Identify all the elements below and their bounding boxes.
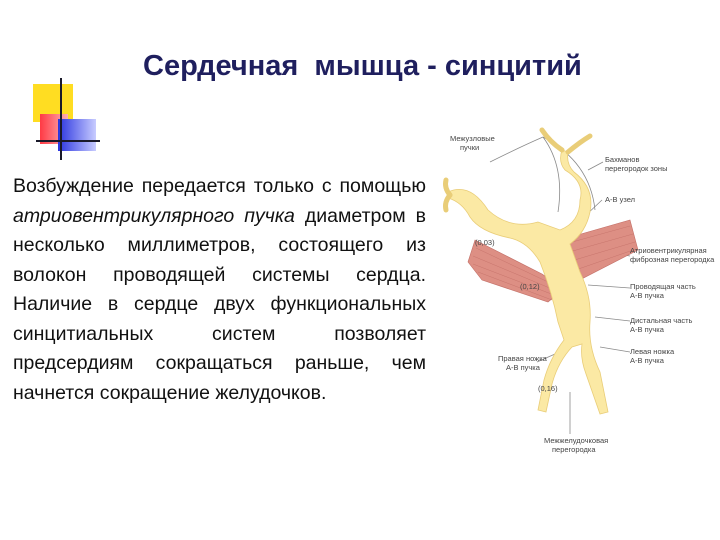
label-bachmann-2: перегородок зоны <box>605 164 668 173</box>
fiber-branches <box>443 127 593 213</box>
label-fibrous-1: Атриовентрикулярная <box>630 246 707 255</box>
label-time-012: (0,12) <box>520 282 540 291</box>
label-time-016: (0,16) <box>538 384 558 393</box>
blue-square <box>58 119 96 151</box>
slide-title: Сердечная мышца - синцитий <box>143 50 582 82</box>
label-right-branch-2: А-В пучка <box>506 363 540 372</box>
label-distal-1: Дистальная часть <box>630 316 693 325</box>
label-internodal-1: Межузловые <box>450 134 495 143</box>
label-septum-2: перегородка <box>552 445 596 454</box>
conduction-fibers <box>447 149 609 415</box>
body-text-emphasis: атриовентрикулярного пучка <box>13 204 295 227</box>
vertical-line <box>60 78 62 160</box>
label-right-branch-1: Правая ножка <box>498 354 547 363</box>
label-av-node: А-В узел <box>605 195 635 204</box>
body-text-part-2: диаметром в несколько миллиметров, состо… <box>13 204 426 404</box>
label-penetrating-1: Проводящая часть <box>630 282 696 291</box>
label-fibrous-2: фиброзная перегородка <box>630 255 715 264</box>
label-internodal-2: пучки <box>460 143 480 152</box>
label-distal-2: А-В пучка <box>630 325 664 334</box>
body-text: Возбуждение передается только с помощью … <box>13 172 426 408</box>
label-left-branch-1: Левая ножка <box>630 347 675 356</box>
label-time-003: (0,03) <box>475 238 495 247</box>
label-left-branch-2: А-В пучка <box>630 356 664 365</box>
label-septum-1: Межжелудочковая <box>544 436 609 445</box>
body-text-part-1: Возбуждение передается только с помощью <box>13 175 426 197</box>
label-bachmann-1: Бахманов <box>605 155 640 164</box>
conduction-system-diagram: Межузловые пучки Бахманов перегородок зо… <box>440 122 720 472</box>
conduction-system-drawing <box>443 127 639 434</box>
horizontal-line <box>36 140 100 142</box>
label-penetrating-2: А-В пучка <box>630 291 664 300</box>
